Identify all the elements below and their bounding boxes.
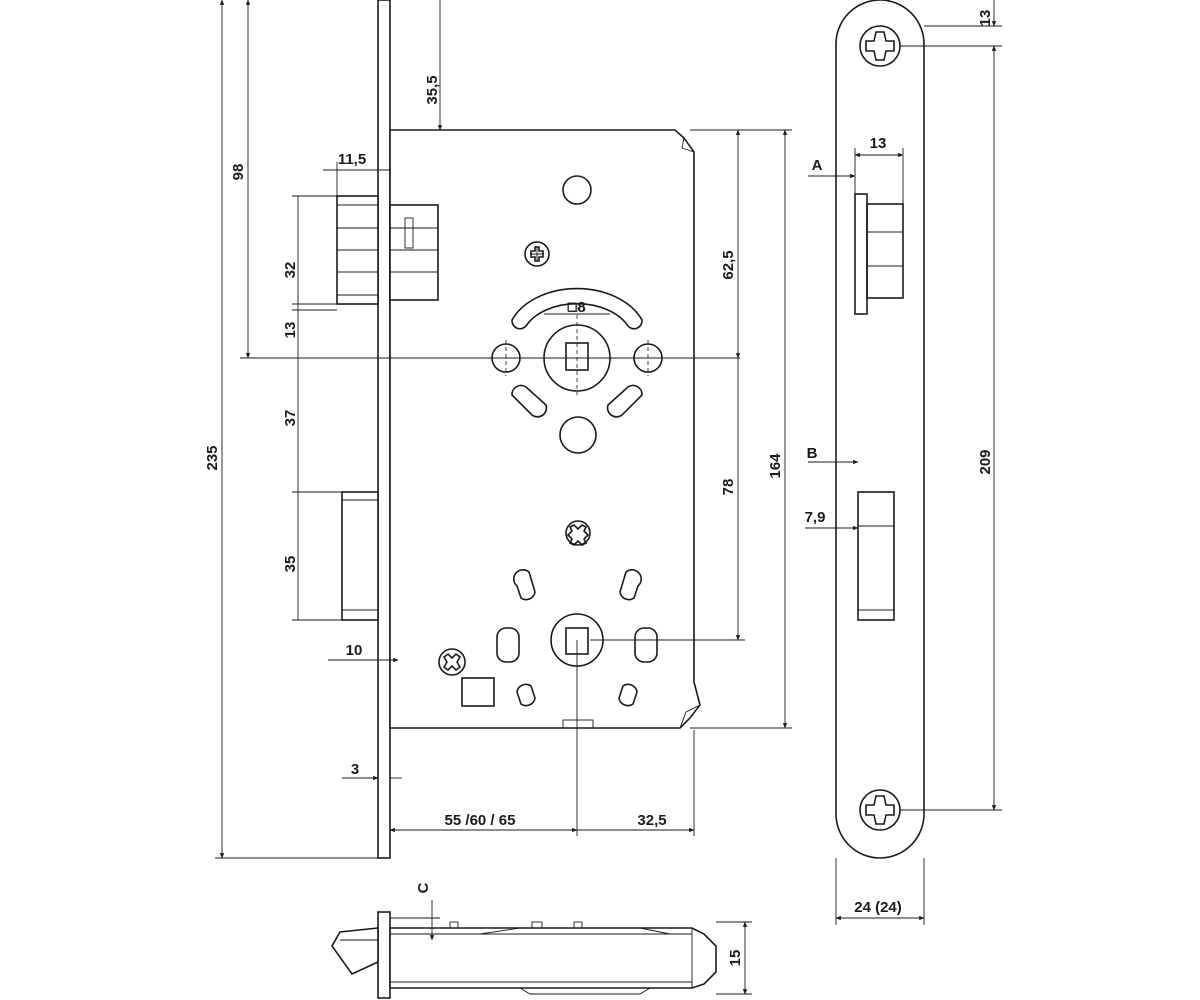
bolt-opening [857,491,895,621]
dim-11-5: 11,5 [338,151,366,168]
dim-24: 24 (24) [854,899,902,916]
label-c: C [415,882,432,893]
dead-bolt [341,491,379,621]
dim-backset: 55 /60 / 65 [445,812,516,829]
dim-235: 235 [204,445,221,470]
dim-13-face: 13 [870,135,887,152]
lock-top-view [331,900,752,999]
dim-32: 32 [282,262,299,279]
top-view-case [389,927,717,989]
dim-3: 3 [351,761,359,778]
dim-13-left: 13 [282,322,299,339]
dim-62-5: 62,5 [720,250,737,279]
dim-13-top: 13 [977,10,994,27]
faceplate [835,0,925,859]
dim-35-5: 35,5 [424,75,441,104]
follower-arc-slot [511,287,643,330]
dim-7-9: 7,9 [805,509,826,526]
dim-209: 209 [977,449,994,474]
case-hole-top [562,175,592,205]
dim-square-8: □8 [568,299,585,316]
dim-164: 164 [767,453,784,479]
dim-32-5: 32,5 [637,812,666,829]
dim-15: 15 [727,950,744,967]
dim-10: 10 [346,642,363,659]
faceplate-view [805,0,1002,925]
case-screw-lower [438,648,466,676]
dim-78: 78 [720,479,737,496]
dim-98: 98 [230,164,247,181]
latch-opening [854,193,904,315]
label-b: B [807,445,818,462]
forend-plate [377,0,391,859]
latch-bolt [336,195,439,305]
label-a: A [812,157,823,174]
lock-front-view [215,0,792,859]
case-screw-middle [565,520,591,546]
top-view-latch [331,927,379,976]
dim-37: 37 [282,410,299,427]
dim-35: 35 [282,556,299,573]
case-screw-upper [524,241,550,267]
top-view-forend [377,911,391,999]
